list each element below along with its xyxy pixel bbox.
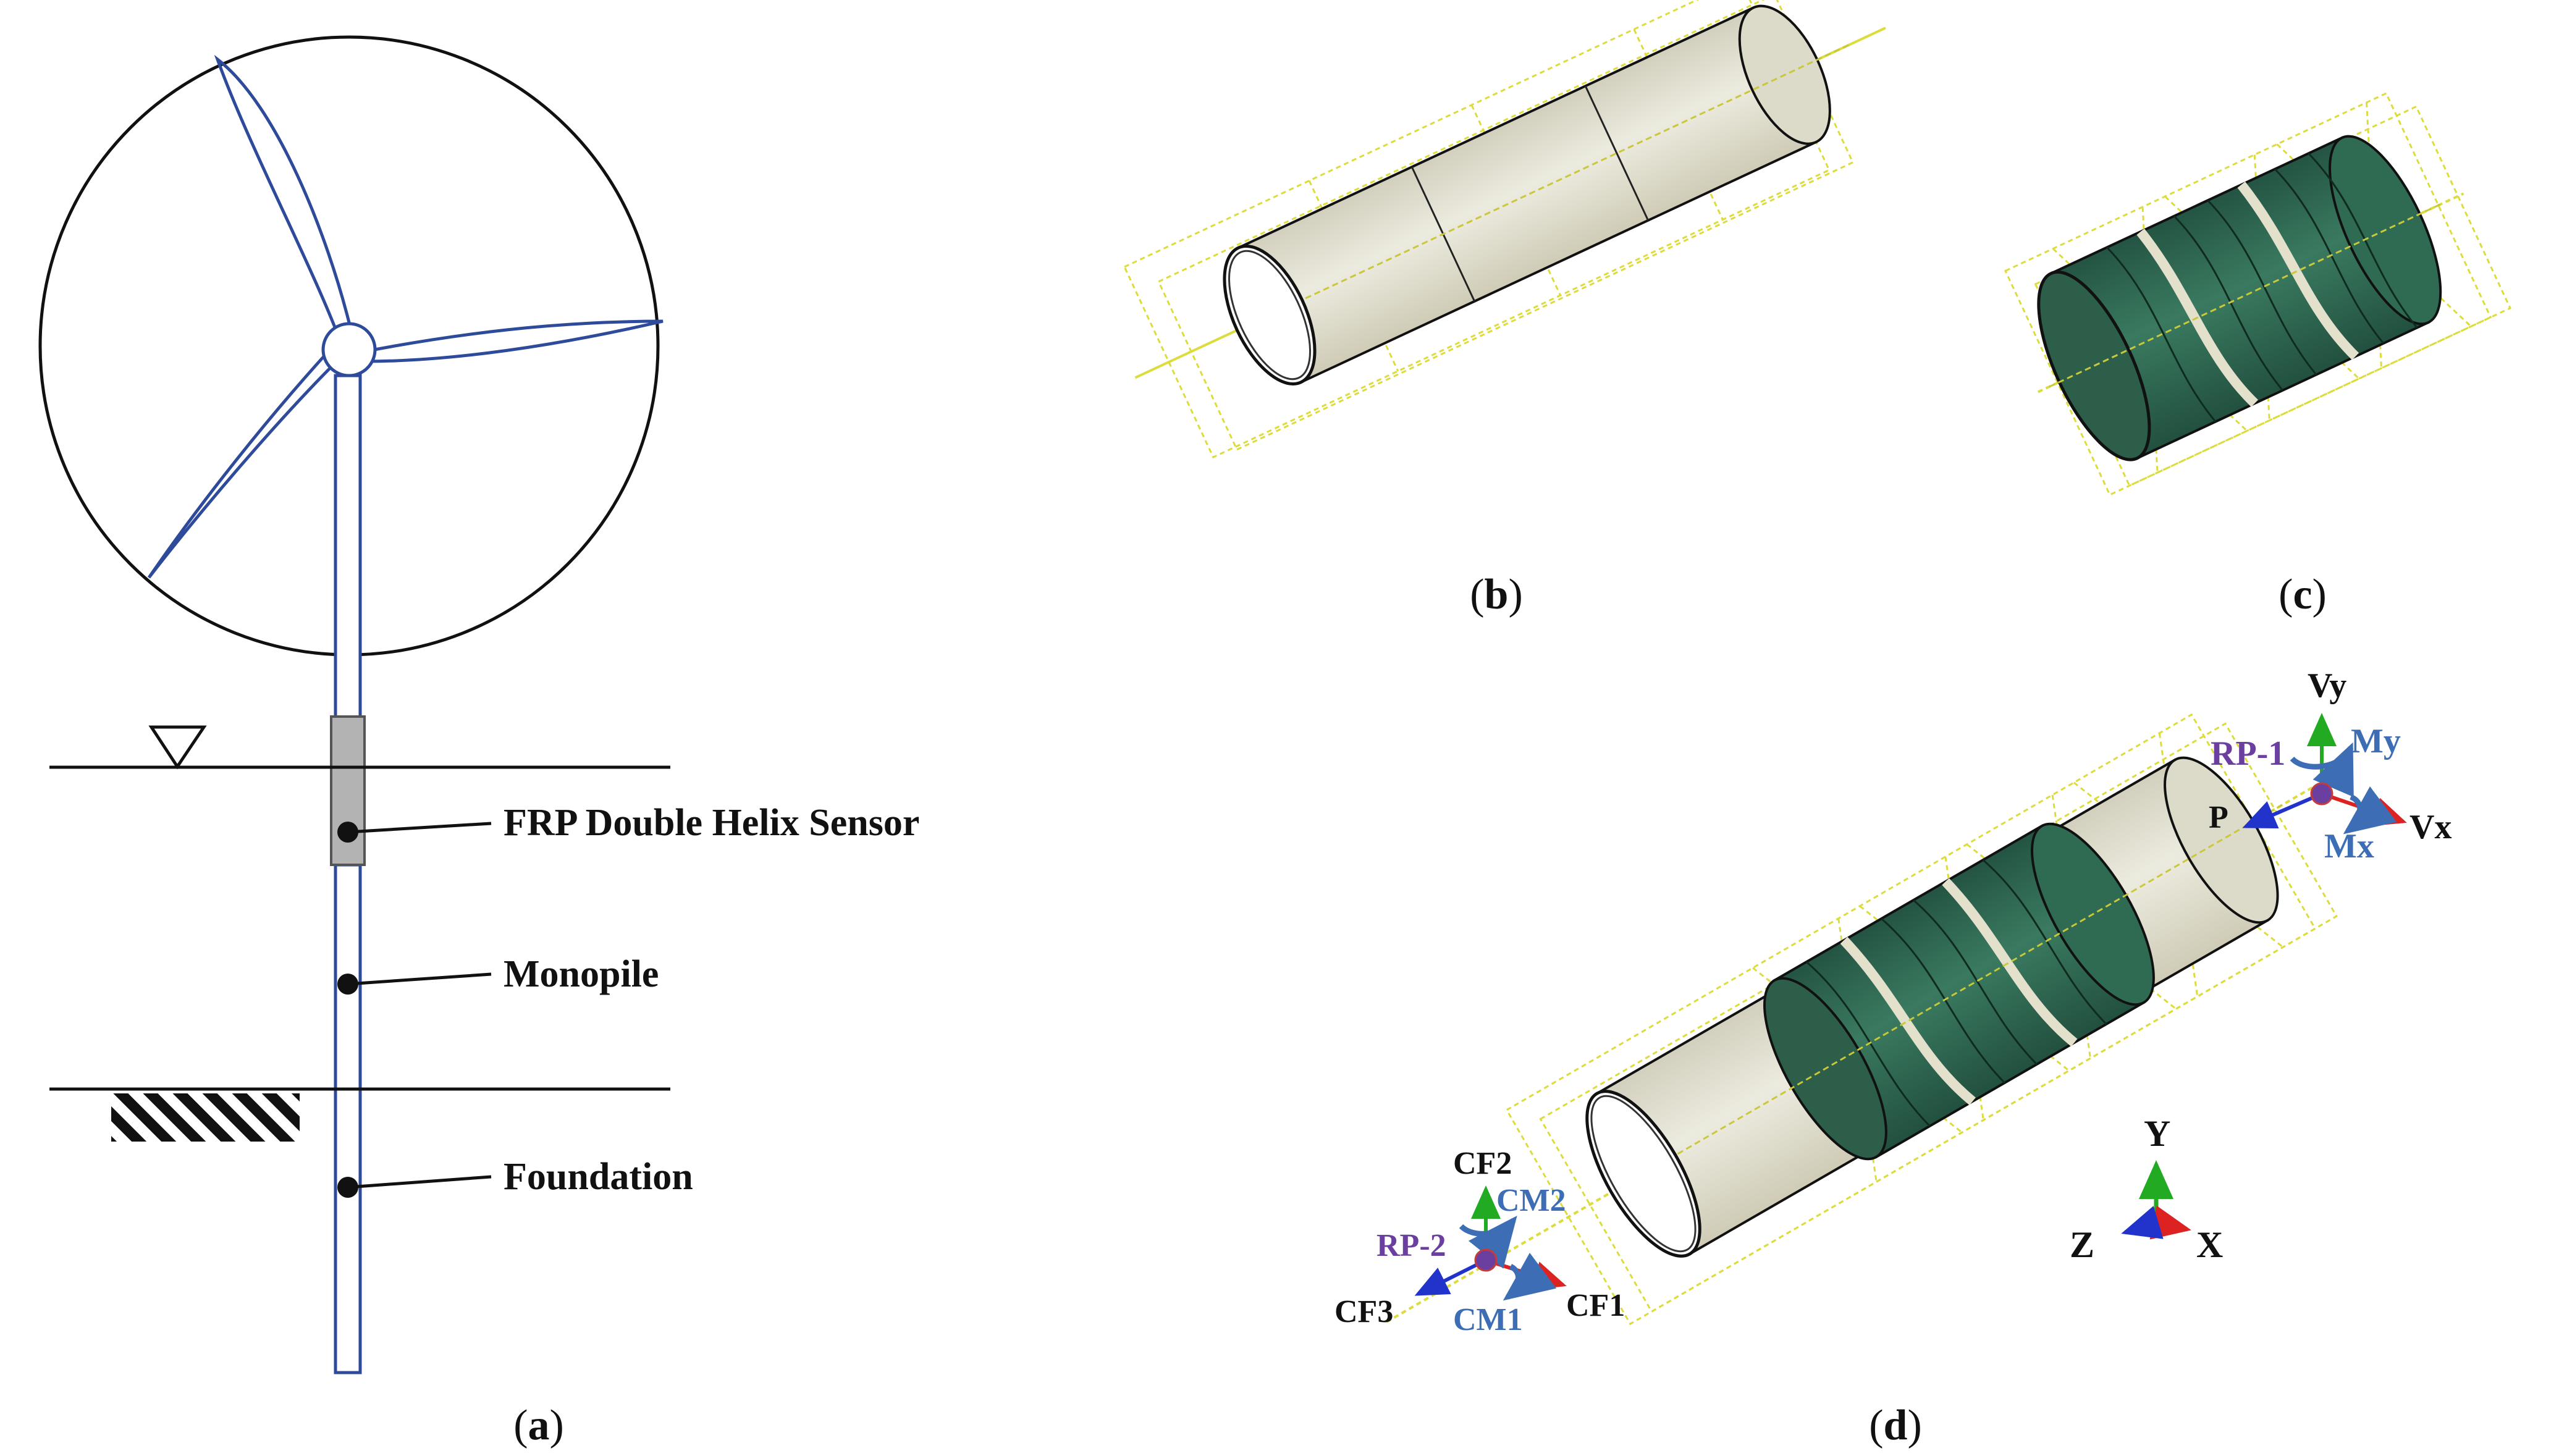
panel-a: FRP Double Helix Sensor Monopile Foundat… — [38, 35, 919, 1449]
caption-c: (c) — [2279, 571, 2327, 618]
caption-b: (b) — [1470, 571, 1523, 618]
foundation-label: Foundation — [504, 1156, 693, 1198]
axis-z-label: Z — [2070, 1224, 2094, 1265]
rp1-name: RP-1 — [2211, 734, 2285, 773]
tube-open-end-b — [1223, 245, 1317, 385]
callout-monopile — [337, 972, 492, 995]
rp1-vx: Vx — [2409, 808, 2451, 846]
rp1-mx: Mx — [2324, 827, 2374, 865]
rp1-my: My — [2351, 722, 2401, 760]
panel-c — [2004, 92, 2511, 496]
tower-monopile — [330, 374, 366, 1374]
sensor-label: FRP Double Helix Sensor — [504, 802, 919, 844]
axis-y-label: Y — [2144, 1113, 2170, 1154]
turbine-blades — [147, 54, 664, 579]
hub — [321, 322, 377, 377]
blade-up — [214, 54, 352, 337]
tower-top — [334, 374, 362, 722]
callout-sensor — [337, 822, 492, 843]
panel-b — [1123, 0, 1886, 459]
axes-triad: Y Z X — [2070, 1113, 2223, 1265]
monopile-label: Monopile — [504, 953, 659, 995]
water-level-triangle — [148, 725, 207, 770]
rp2-cf2: CF2 — [1453, 1146, 1512, 1181]
axis-x-label: X — [2196, 1224, 2223, 1265]
caption-d: (d) — [1869, 1402, 1922, 1449]
tube-open-end-d — [1585, 1090, 1701, 1258]
caption-a: (a) — [513, 1402, 564, 1449]
rp2-group: CF2 CM2 RP-2 CF3 CM1 CF1 — [1334, 1146, 1625, 1337]
rp1-vy: Vy — [2308, 667, 2346, 705]
rp2-cf3: CF3 — [1334, 1294, 1393, 1329]
rp2-cf1: CF1 — [1566, 1288, 1625, 1323]
helix-bands-c — [2136, 182, 2359, 407]
panel-d — [1386, 713, 2338, 1326]
rp2-cm2: CM2 — [1496, 1183, 1566, 1218]
monopile-lower — [334, 863, 362, 1374]
callout-foundation — [337, 1175, 492, 1198]
rp1-marker — [2310, 782, 2333, 806]
rp2-cm1: CM1 — [1453, 1302, 1523, 1337]
helix-bands-d — [1840, 878, 2078, 1106]
blade-right — [361, 319, 664, 363]
seabed-hatch — [111, 1093, 300, 1142]
tube-body-b — [1236, 6, 1818, 384]
rp1-p: P — [2209, 800, 2228, 835]
rp2-marker — [1474, 1248, 1498, 1272]
rp2-name: RP-2 — [1376, 1228, 1446, 1263]
blade-lower — [147, 348, 338, 579]
rp1-group: Vy RP-1 My P Vx Mx — [2209, 667, 2451, 865]
